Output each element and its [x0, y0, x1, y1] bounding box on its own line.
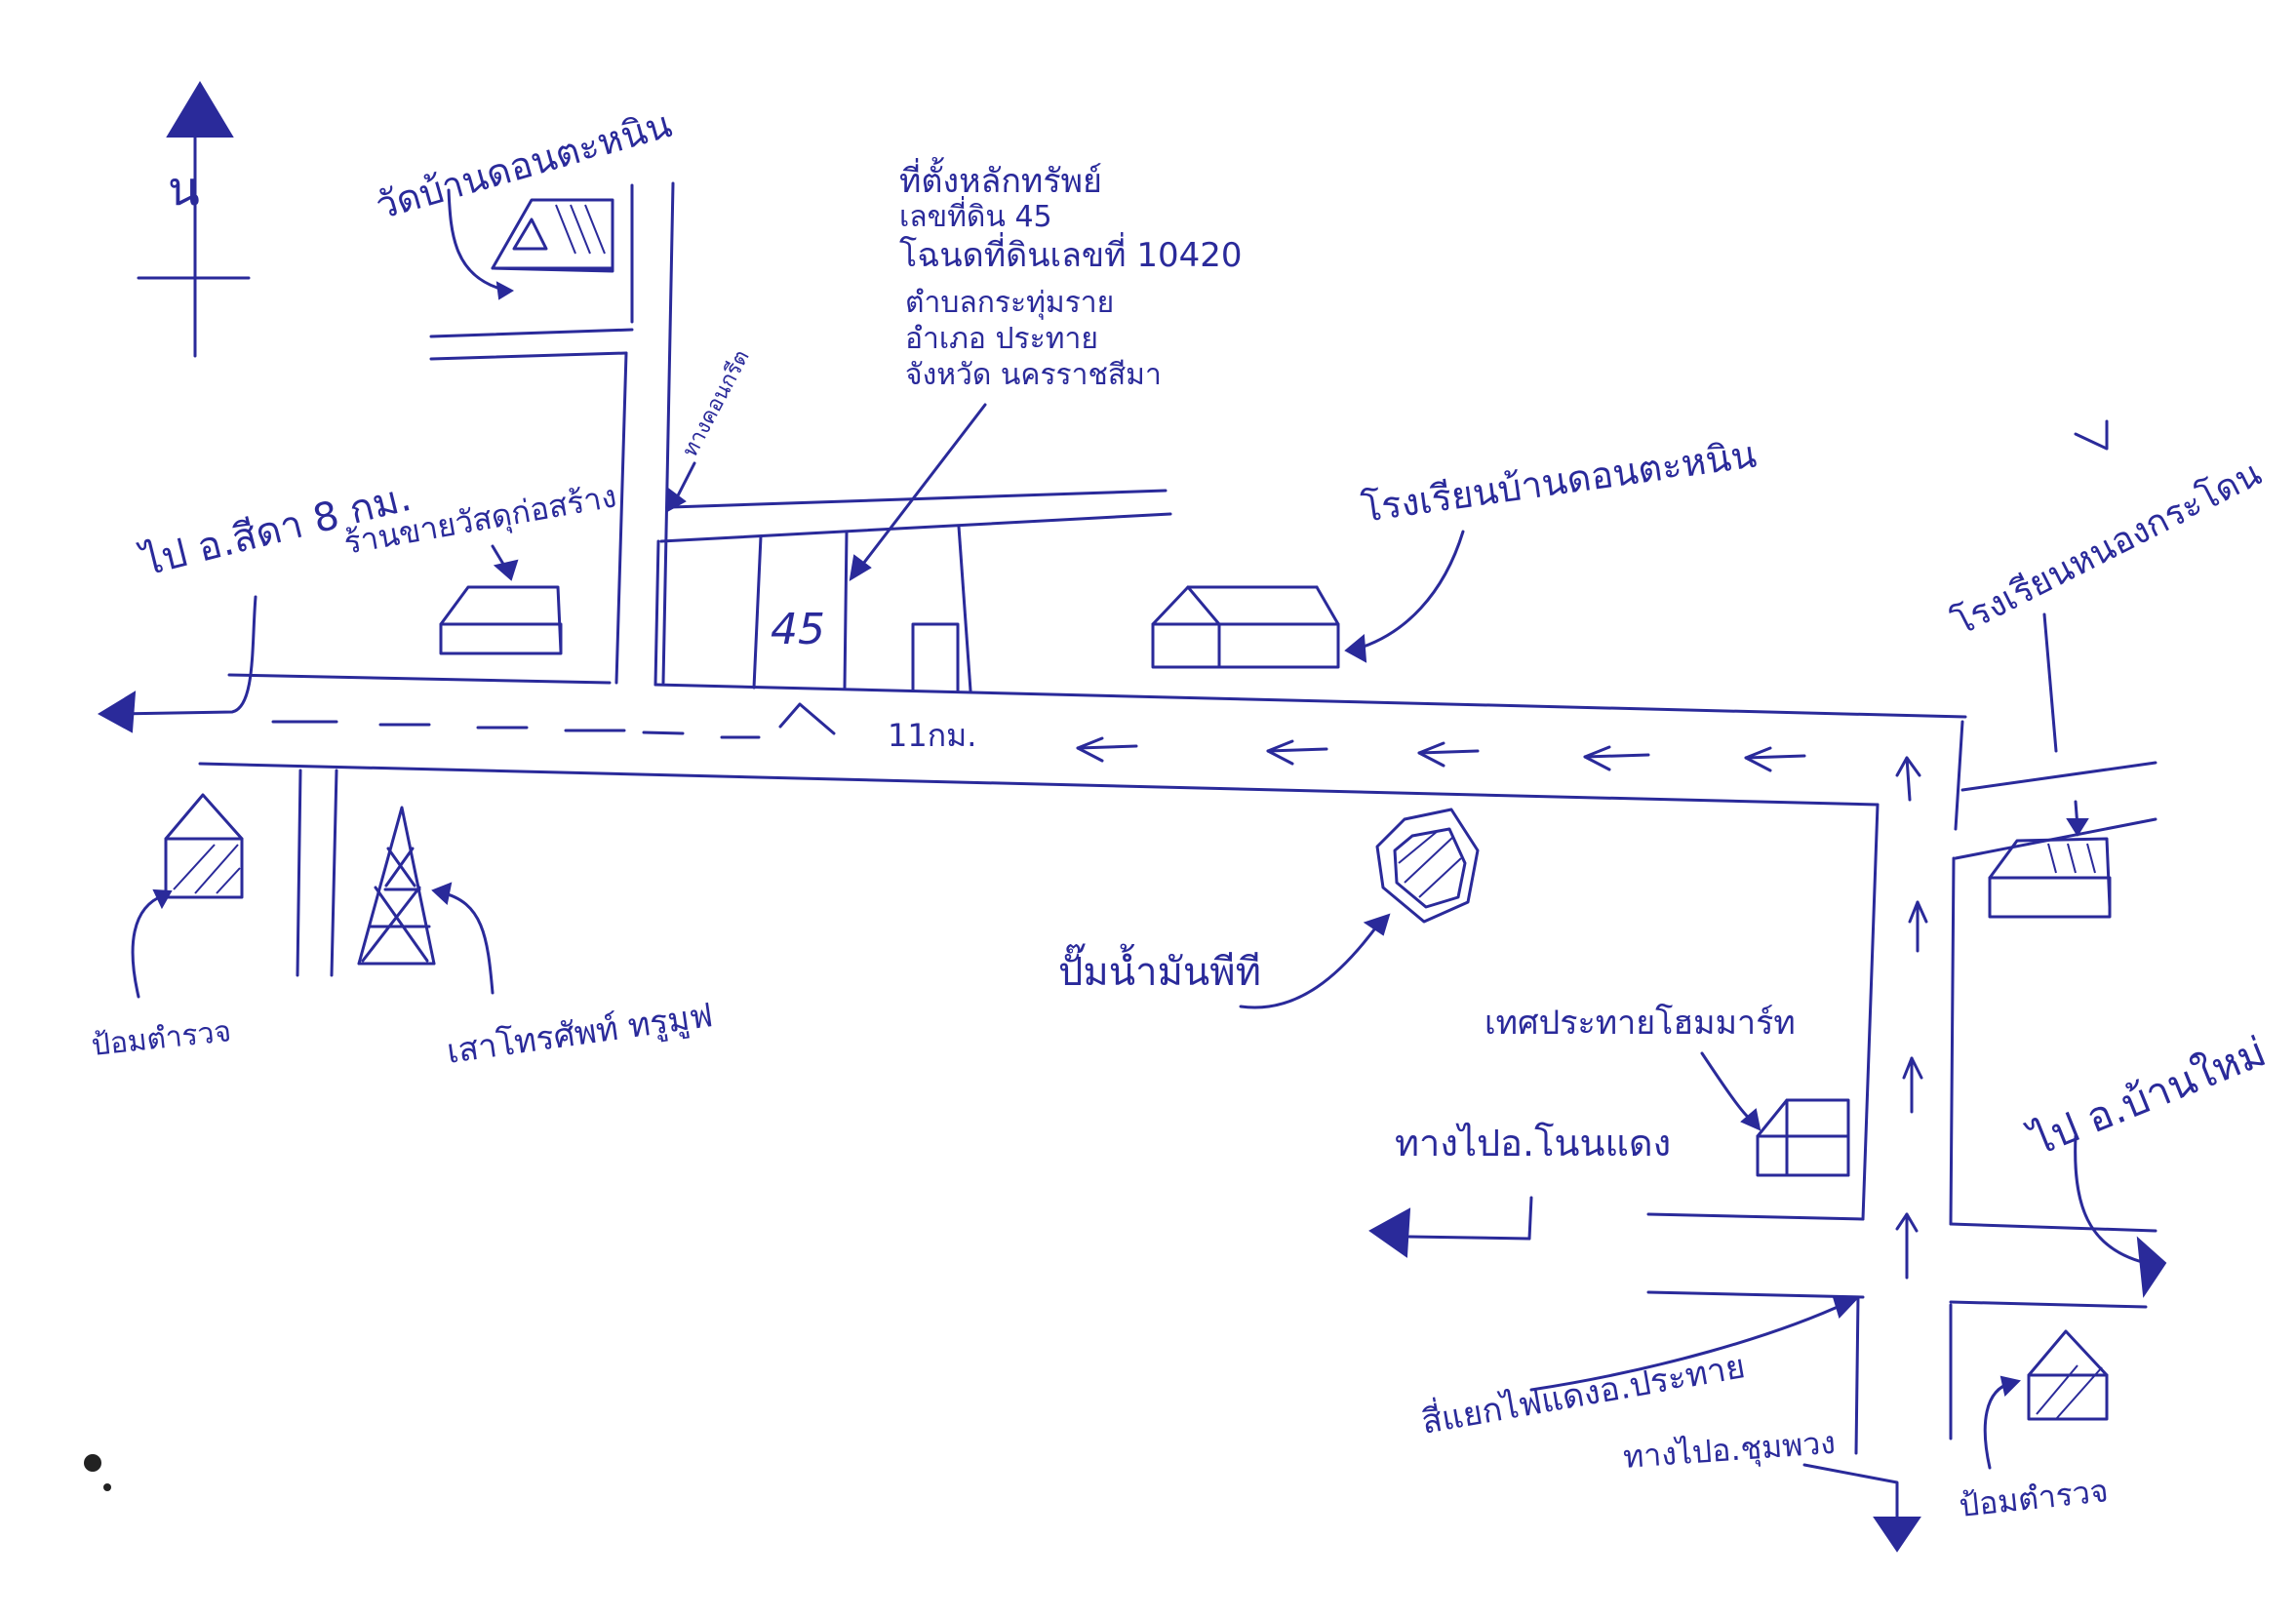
police-box2-icon — [2027, 1329, 2109, 1421]
distance-label: 11กม. — [888, 717, 976, 754]
to-non-daeng-label: ทางไปอ.โนนแดง — [1395, 1122, 1671, 1164]
temple-label: วัดบ้านดอนตะหนิน — [371, 102, 676, 228]
police-box-icon — [164, 793, 244, 899]
property-info-line2: เลขที่ดิน 45 — [899, 196, 1052, 234]
gravel-road-label: ทางคอนกรีต — [678, 346, 754, 461]
school2-label: โรงเรียนหนองกระโดน — [1946, 453, 2268, 644]
police2-label: ป้อมตำรวจ — [1958, 1472, 2110, 1524]
gas-station-icon — [1375, 808, 1480, 924]
police1-label: ป้อมตำรวจ — [90, 1014, 233, 1063]
direction-arrows — [778, 702, 1928, 1280]
property-info-line6: จังหวัด นครราชสีมา — [905, 358, 1162, 392]
temple-pointer — [447, 188, 509, 293]
home-mart-label: เทศประทายโฮมมาร์ท — [1484, 1004, 1796, 1043]
north-arrow-icon — [137, 81, 251, 358]
school-icon — [1151, 585, 1340, 669]
to-ban-mai-label: ไป อ.บ้านใหม่ — [2022, 1027, 2273, 1165]
to-chum-phuang-label: ทางไปอ.ชุมพวง — [1622, 1424, 1837, 1477]
gas-station-label: ปั๊มน้ำมันพีที — [1058, 943, 1261, 995]
shop-icon — [439, 585, 563, 655]
tower-label: เสาโทรศัพท์ ทรูมูฟ — [445, 996, 716, 1072]
main-road — [198, 673, 1967, 807]
property-parcels — [653, 525, 972, 692]
property-info-line5: อำเภอ ประทาย — [905, 322, 1098, 356]
north-label: น — [168, 162, 200, 217]
property-info-line4: ตำบลกระทุ่มราย — [905, 286, 1114, 321]
intersection-label: สี่แยกไฟแดงอ.ประทาย — [1418, 1343, 1748, 1442]
parcel-number: 45 — [771, 605, 825, 654]
school-pointer — [1356, 530, 1465, 651]
property-info-line1: ที่ตั้งหลักทรัพย์ — [899, 157, 1102, 201]
school1-label: โรงเรียนบ้านดอนตะหนิน — [1359, 433, 1759, 531]
temple-icon — [491, 198, 614, 273]
school2-icon — [1988, 837, 2112, 919]
tower-icon — [357, 806, 436, 966]
property-info-line3: โฉนดที่ดินเลขที่ 10420 — [899, 232, 1243, 275]
home-mart-icon — [1756, 1098, 1850, 1177]
